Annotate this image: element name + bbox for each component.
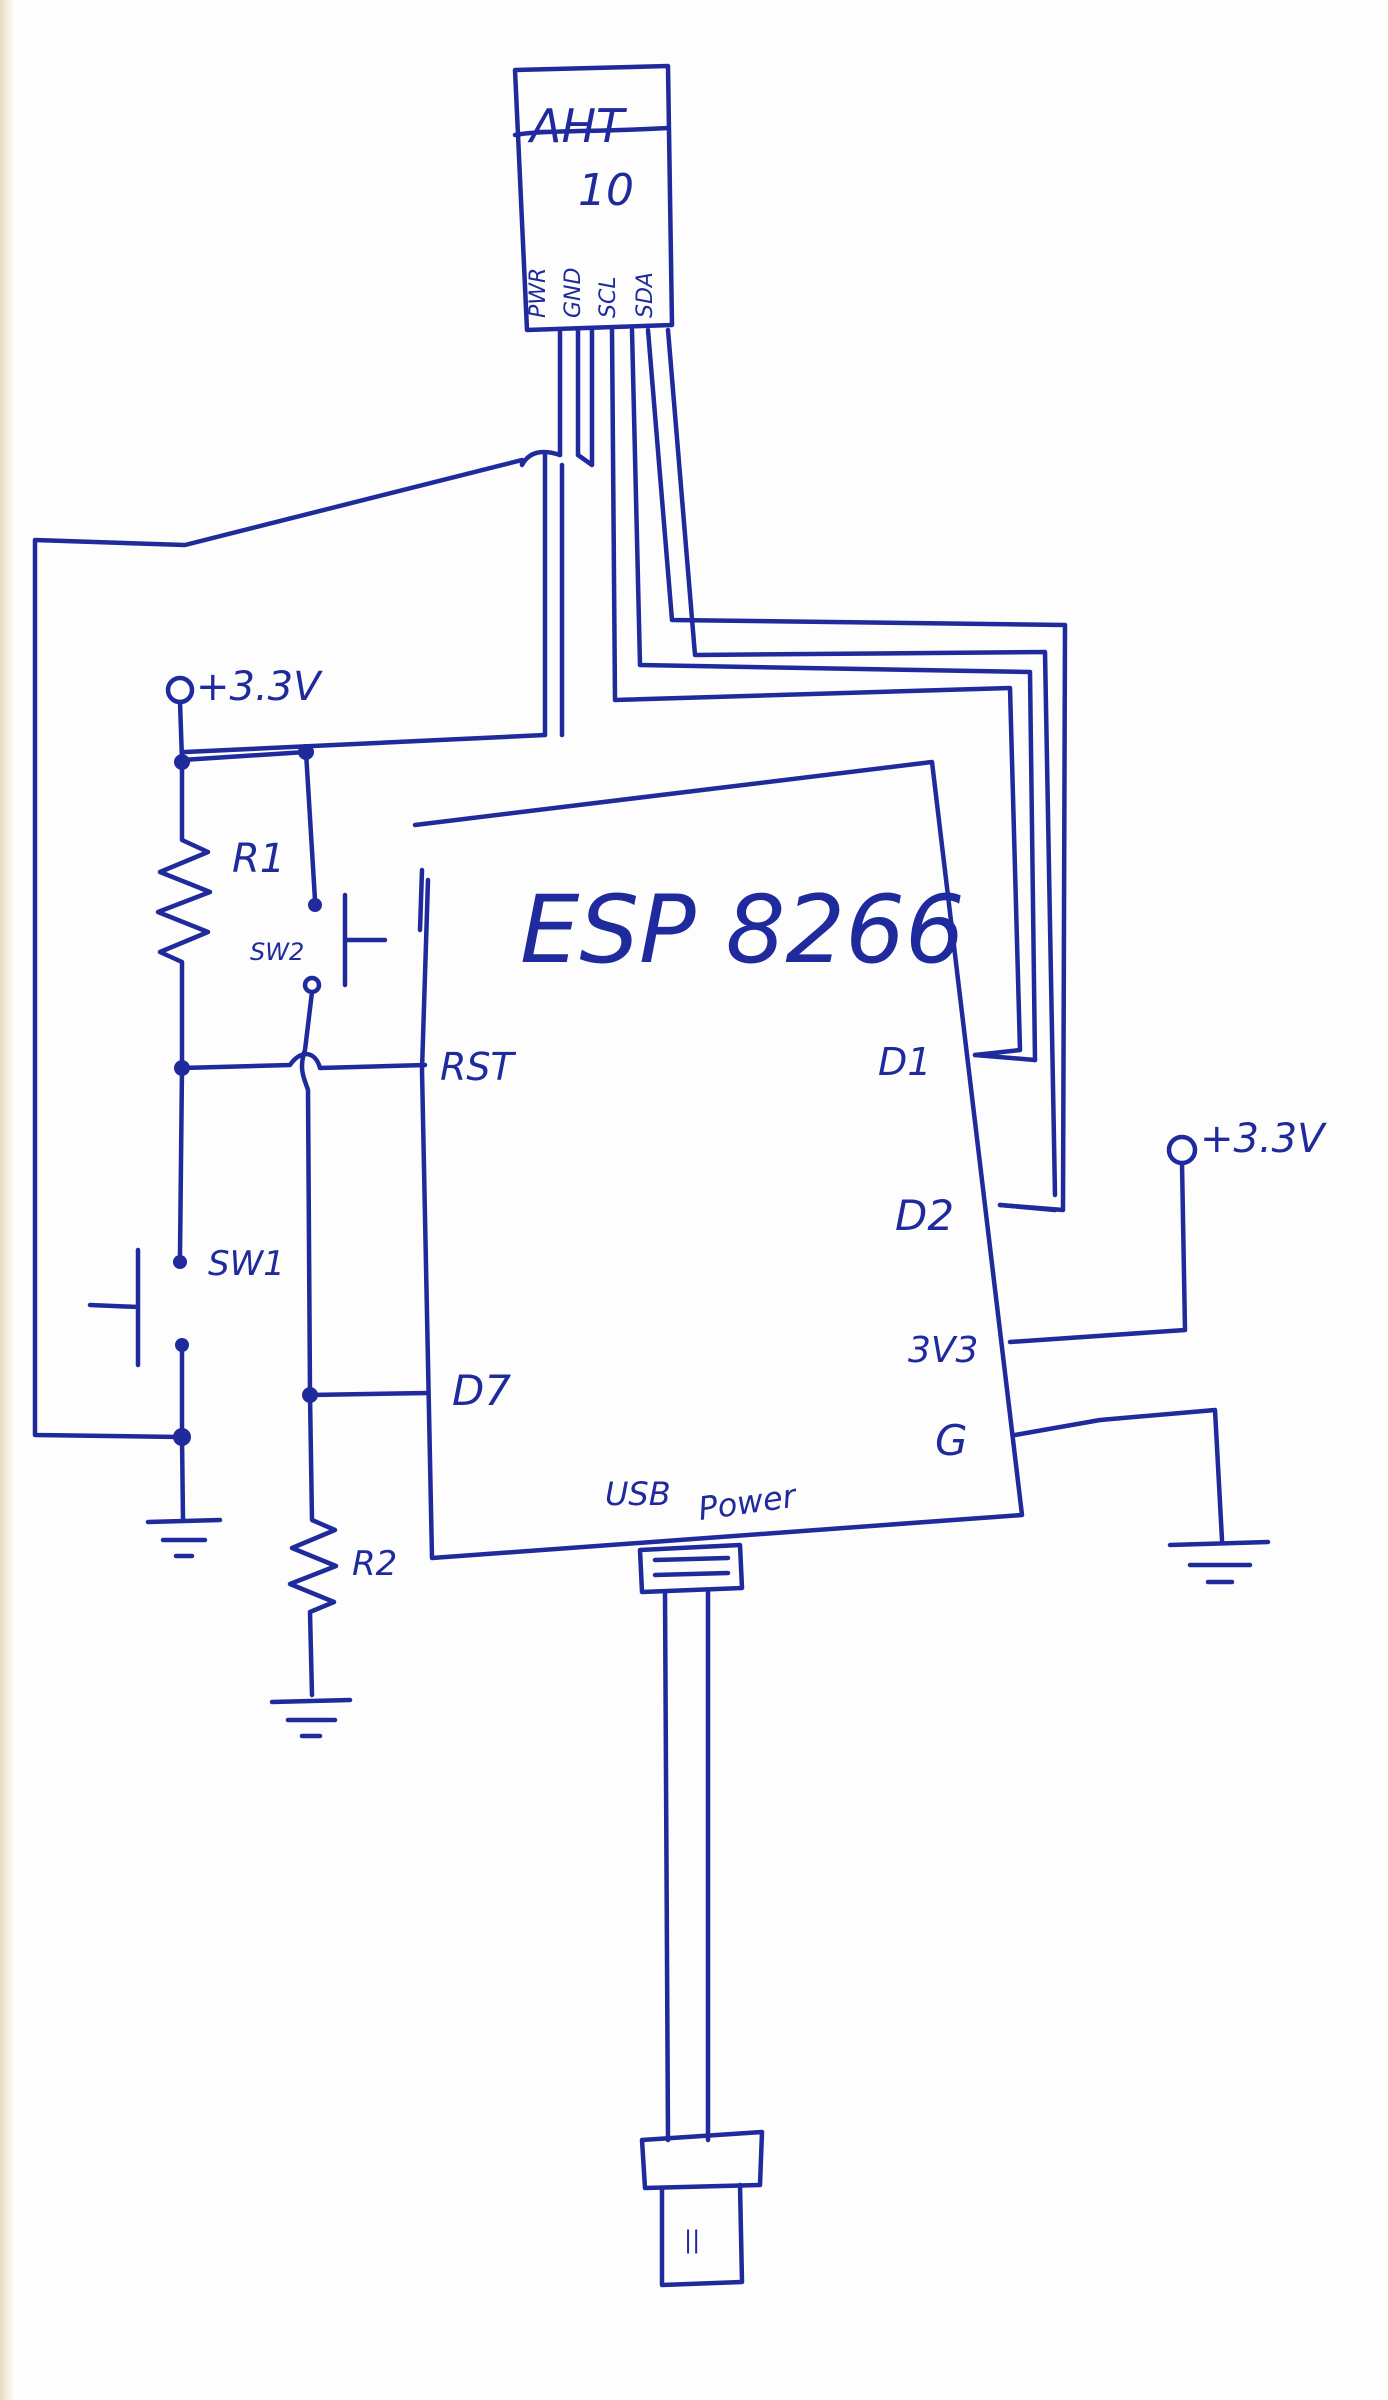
pin-g-label: G [935, 1416, 968, 1465]
gnd-loop-wire [32, 449, 563, 1440]
scl-wire-outer [609, 327, 1023, 1058]
sensor-pin-sda: SDA [633, 272, 658, 318]
sensor-divider [512, 125, 671, 138]
sensor-wires [32, 327, 1068, 1440]
reset-network: +3.3V R1 SW2 [155, 664, 428, 1398]
r2-resistor [287, 1392, 339, 1698]
sw2-upper-lead [303, 749, 318, 903]
sensor-pin-pwr: PWR [526, 268, 551, 318]
d2-stub [997, 1202, 1058, 1213]
ground-wire-right [1012, 1407, 1225, 1543]
pin-d2-label: D2 [895, 1191, 954, 1240]
r2-label: R2 [352, 1544, 397, 1584]
r2-pulldown: R2 [269, 1387, 431, 1739]
supply-left-label: +3.3V [196, 664, 323, 710]
esp8266-outline [412, 759, 1025, 1561]
sw1-actuator [87, 1247, 141, 1368]
3v3-wire [1007, 1160, 1188, 1345]
ground-symbol-right [1167, 1539, 1271, 1585]
usb-cable: || [637, 1542, 765, 2288]
sw1-switch: SW1 [87, 1065, 285, 1559]
usb-port-hatching [652, 1555, 731, 1578]
sensor-body [512, 63, 675, 333]
pin-d1-label: D1 [878, 1040, 931, 1084]
usb-cable-body [662, 1587, 711, 2143]
esp8266-edge-stroke [417, 867, 425, 933]
sensor-pin-scl: SCL [596, 276, 621, 318]
pwr-lead [557, 327, 581, 458]
sw1-label: SW1 [208, 1244, 285, 1284]
r1-resistor [155, 759, 213, 1071]
rst-wire [179, 1051, 428, 1071]
sensor-pin-gnd: GND [561, 268, 586, 318]
sensor-name-line1: AHT [527, 99, 628, 153]
sw2-label: SW2 [250, 938, 304, 966]
pwr-lead-cap [575, 327, 595, 468]
sw2-contact-top [308, 898, 322, 912]
sw1-upper-lead [177, 1065, 185, 1258]
aht10-sensor: AHT 10 PWR GND SCL SDA [512, 63, 675, 333]
paper-edge [0, 0, 14, 2400]
supply-right-terminal [1166, 1134, 1198, 1166]
sw1-contact-top [173, 1255, 187, 1269]
pin-power-label: Power [696, 1476, 800, 1528]
sw2-actuator [342, 892, 388, 988]
r1-label: R1 [232, 836, 285, 882]
supply-left-terminal [165, 675, 195, 705]
usb-plug-shell [639, 2129, 765, 2191]
supply-right-label: +3.3V [1200, 1116, 1327, 1162]
pin-d7-label: D7 [452, 1366, 511, 1415]
pin-rst-label: RST [440, 1045, 517, 1089]
scl-wire-inner [629, 327, 1038, 1063]
d1-stub [972, 1052, 1038, 1063]
sda-wire-inner [665, 327, 1058, 1198]
ground-symbol-left [145, 1517, 223, 1559]
usb-plug-tip [659, 2182, 745, 2288]
right-supply: +3.3V [1007, 1116, 1327, 1585]
esp8266-title: ESP 8266 [520, 876, 965, 985]
esp8266-board: ESP 8266 RST D7 D1 D2 3V3 G USB Power [412, 759, 1058, 1561]
pin-usb-label: USB [605, 1475, 671, 1513]
usb-port [637, 1542, 745, 1595]
usb-plug-marking: || [684, 2226, 700, 2254]
ground-symbol-r2 [269, 1697, 353, 1739]
d7-wire [307, 1390, 431, 1398]
sw1-ground-lead [179, 1434, 186, 1523]
sw2-to-d7-wire [299, 989, 315, 1398]
sensor-name-line2: 10 [578, 165, 634, 216]
pin-3v3-label: 3V3 [908, 1330, 978, 1371]
